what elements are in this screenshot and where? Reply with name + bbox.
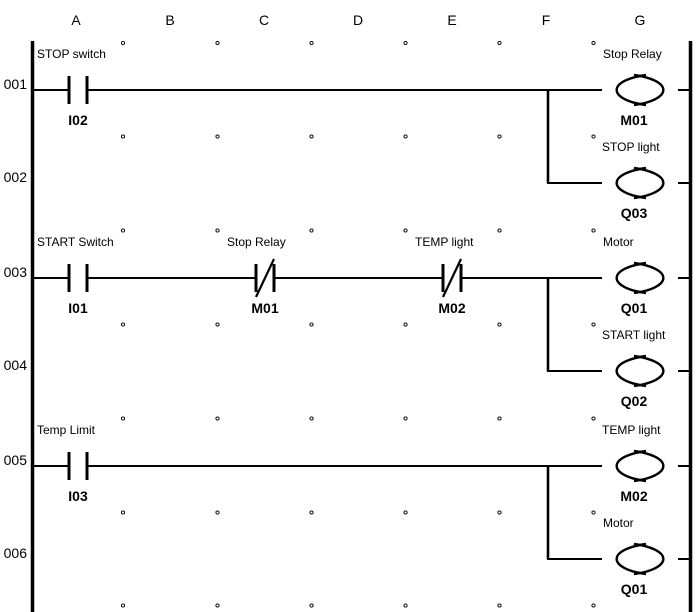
- address-I03: I03: [68, 488, 88, 504]
- address-M01-coil: M01: [620, 112, 648, 128]
- label-stop-relay-contact: Stop Relay: [227, 235, 286, 249]
- rung-number-001: 001: [3, 76, 27, 92]
- label-stop-light: STOP light: [602, 140, 660, 154]
- contact-no-I03[interactable]: [67, 452, 89, 480]
- address-I02: I02: [68, 112, 88, 128]
- rung-number-003: 003: [3, 264, 27, 280]
- grid-dots: [120, 40, 596, 608]
- contact-nc-M01[interactable]: [254, 258, 276, 298]
- rung-number-004: 004: [3, 357, 27, 373]
- address-Q02: Q02: [620, 393, 648, 409]
- label-start-switch: START Switch: [37, 235, 114, 249]
- coil-Q01[interactable]: [615, 261, 665, 295]
- label-stop-relay-coil: Stop Relay: [603, 47, 662, 61]
- address-Q01: Q01: [620, 300, 648, 316]
- address-M01-contact: M01: [251, 300, 279, 316]
- column-header-c: C: [258, 12, 270, 28]
- label-temp-light-contact: TEMP light: [415, 235, 474, 249]
- column-header-d: D: [352, 12, 364, 28]
- address-I01: I01: [68, 300, 88, 316]
- column-header-g: G: [634, 12, 646, 28]
- address-M02-contact: M02: [438, 300, 466, 316]
- label-stop-switch: STOP switch: [37, 47, 106, 61]
- address-M02-coil: M02: [620, 488, 648, 504]
- coil-Q03[interactable]: [615, 166, 665, 200]
- column-header-e: E: [447, 12, 457, 28]
- column-header-b: B: [165, 12, 175, 28]
- contact-nc-M02[interactable]: [441, 258, 463, 298]
- label-temp-light-coil: TEMP light: [602, 423, 661, 437]
- address-Q03: Q03: [620, 205, 648, 221]
- address-Q01-2: Q01: [620, 581, 648, 597]
- column-header-a: A: [71, 12, 81, 28]
- column-header-f: F: [541, 12, 551, 28]
- label-start-light: START light: [602, 328, 666, 342]
- label-motor-coil-2: Motor: [603, 516, 634, 530]
- coil-M01[interactable]: [615, 73, 665, 107]
- coil-M02[interactable]: [615, 449, 665, 483]
- contact-no-I02[interactable]: [67, 76, 89, 104]
- rung-number-006: 006: [3, 545, 27, 561]
- label-temp-limit: Temp Limit: [37, 423, 96, 437]
- label-motor-coil: Motor: [603, 235, 634, 249]
- contact-no-I01[interactable]: [67, 264, 89, 292]
- rung-number-002: 002: [3, 169, 27, 185]
- rung-number-005: 005: [3, 452, 27, 468]
- coil-Q01-rung006[interactable]: [615, 542, 665, 576]
- coil-Q02[interactable]: [615, 354, 665, 388]
